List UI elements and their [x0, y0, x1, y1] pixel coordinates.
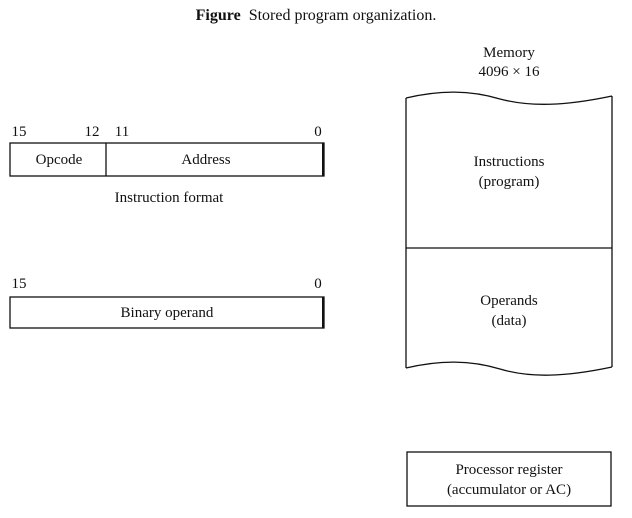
memory-instructions-sublabel: (program) — [479, 174, 540, 190]
processor-register-sublabel: (accumulator or AC) — [447, 482, 571, 498]
binary-operand-label: Binary operand — [121, 305, 214, 321]
address-field: Address — [181, 152, 230, 168]
memory-title: Memory — [483, 45, 535, 61]
figure-caption-label: Figure — [196, 7, 241, 24]
instruction-format-caption: Instruction format — [115, 190, 225, 206]
instruction-bit-11: 11 — [115, 124, 129, 140]
opcode-field: Opcode — [36, 152, 83, 168]
figure-caption-text: Stored program organization. — [249, 7, 437, 24]
memory-top-wavy-edge — [405, 91, 613, 105]
memory-size: 4096 × 16 — [479, 64, 540, 80]
memory-block: Instructions (program) Operands (data) — [405, 91, 613, 376]
processor-register: Processor register (accumulator or AC) — [406, 451, 612, 507]
figure-caption: Figure Stored program organization. — [196, 7, 437, 24]
operand-bit-0: 0 — [314, 276, 322, 292]
instruction-format: 15 12 11 0 Opcode Address Instruction fo… — [9, 124, 325, 206]
memory-operands-label: Operands — [480, 293, 538, 309]
instruction-bit-15: 15 — [12, 124, 27, 140]
processor-register-box — [406, 451, 612, 507]
memory-operands-sublabel: (data) — [492, 313, 527, 329]
operand-bit-15: 15 — [12, 276, 27, 292]
processor-register-label: Processor register — [455, 462, 562, 478]
instruction-bit-0: 0 — [314, 124, 322, 140]
memory-instructions-label: Instructions — [474, 154, 545, 170]
memory-bottom-wavy-edge — [405, 361, 613, 376]
binary-operand: 15 0 Binary operand — [9, 276, 325, 329]
instruction-bit-12: 12 — [85, 124, 100, 140]
